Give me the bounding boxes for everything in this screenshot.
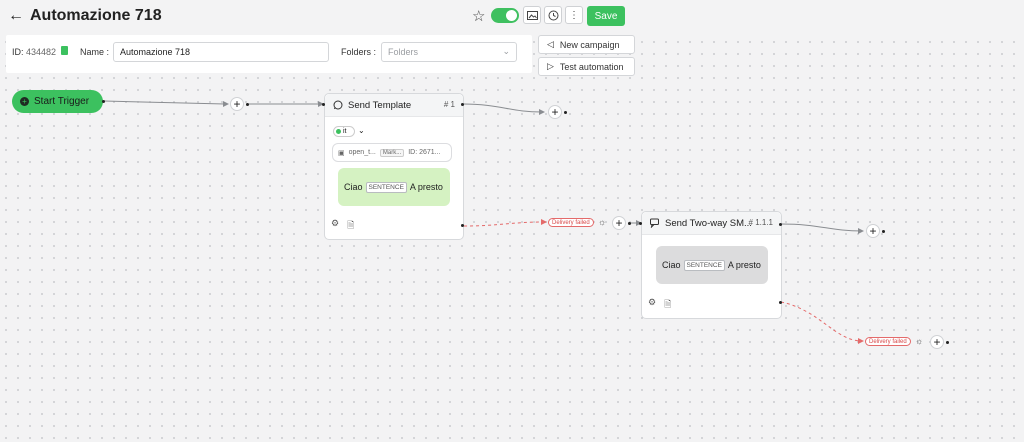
- output-handle[interactable]: [779, 223, 782, 226]
- id-label: ID: 434482: [12, 47, 57, 57]
- settings-icon[interactable]: ⚙: [648, 297, 657, 307]
- output-handle[interactable]: [882, 230, 885, 233]
- delivery-failed-badge[interactable]: Delivery failed: [548, 218, 594, 227]
- top-bar: ← Automazione 718 ☆ ⋮ Save: [0, 0, 1024, 34]
- failure-handle[interactable]: [779, 301, 782, 304]
- send-template-node[interactable]: Send Template # 1 ⚙ 🗎: [324, 93, 464, 240]
- add-step-button[interactable]: +: [612, 216, 626, 230]
- document-icon[interactable]: 🗎: [347, 220, 355, 230]
- output-handle[interactable]: [246, 103, 249, 106]
- name-label: Name :: [80, 47, 110, 57]
- message-bubble: Ciao SENTENCE A presto: [656, 246, 768, 284]
- chevron-down-icon[interactable]: ⌄: [358, 126, 365, 135]
- name-input[interactable]: Automazione 718: [113, 42, 329, 62]
- node-number: # 1.1.1: [748, 218, 773, 227]
- add-step-button[interactable]: +: [230, 97, 244, 111]
- message-text: A presto: [727, 260, 761, 270]
- page-title: Automazione 718: [30, 7, 162, 24]
- variable-chip: SENTENCE: [365, 181, 407, 193]
- status-dot: [336, 129, 341, 134]
- eye-off-icon[interactable]: ☼: [915, 336, 924, 346]
- message-text: Ciao: [662, 260, 681, 270]
- save-button[interactable]: Save: [587, 6, 625, 26]
- message-bubble: Ciao SENTENCE A presto: [338, 168, 450, 206]
- delivery-failed-badge[interactable]: Delivery failed: [865, 337, 911, 346]
- eye-off-icon[interactable]: ☼: [598, 217, 607, 227]
- add-step-button[interactable]: +: [548, 105, 562, 119]
- settings-icon[interactable]: ⚙: [331, 218, 340, 228]
- failure-handle[interactable]: [461, 224, 464, 227]
- arrow-left-icon[interactable]: ←: [8, 7, 24, 24]
- node-number: # 1: [443, 100, 455, 109]
- message-text: A presto: [409, 182, 443, 192]
- test-automation-button[interactable]: ▷ Test automation: [538, 57, 635, 76]
- more-vertical-icon: ⋮: [569, 9, 579, 21]
- template-selector[interactable]: ▣ open_t... Mark... ID: 2671...: [332, 143, 452, 162]
- new-campaign-label: New campaign: [559, 39, 620, 50]
- output-handle[interactable]: [628, 222, 631, 225]
- node-title: Send Template: [348, 99, 412, 111]
- output-handle[interactable]: [461, 103, 464, 106]
- start-trigger-node[interactable]: + Start Trigger: [12, 90, 103, 113]
- star-icon[interactable]: ☆: [472, 8, 486, 25]
- clock-icon: [548, 10, 558, 20]
- start-trigger-label: Start Trigger: [34, 96, 90, 107]
- input-handle[interactable]: [322, 103, 325, 106]
- add-step-button[interactable]: +: [930, 335, 944, 349]
- history-icon-button[interactable]: [544, 6, 562, 24]
- folders-label: Folders :: [341, 47, 377, 57]
- template-name: open_t...: [348, 149, 376, 156]
- document-icon[interactable]: 🗎: [664, 299, 672, 309]
- node-header: Send Template: [325, 94, 463, 117]
- variable-chip: SENTENCE: [683, 259, 725, 271]
- folders-placeholder: Folders: [388, 47, 419, 57]
- id-value: 434482: [26, 47, 57, 57]
- message-text: Ciao: [344, 182, 363, 192]
- image-icon: [526, 10, 538, 20]
- node-footer: ⚙ 🗎: [331, 218, 354, 234]
- new-campaign-button[interactable]: ◁ New campaign: [538, 35, 635, 54]
- chat-icon: [650, 218, 659, 228]
- chevron-down-icon: ⌄: [502, 46, 510, 56]
- template-tag: Mark...: [379, 148, 405, 157]
- automation-form: ID: 434482 Name : Automazione 718 Folder…: [6, 35, 532, 73]
- active-toggle[interactable]: [491, 8, 519, 23]
- megaphone-icon: ◁: [547, 39, 554, 49]
- language-pill[interactable]: it: [333, 126, 355, 137]
- file-icon: ▣: [338, 149, 345, 157]
- more-options-button[interactable]: ⋮: [565, 6, 583, 24]
- preview-icon-button[interactable]: [523, 6, 541, 24]
- add-step-button[interactable]: +: [866, 224, 880, 238]
- play-circle-icon: ▷: [547, 61, 554, 71]
- node-footer: ⚙ 🗎: [648, 297, 671, 313]
- toggle-knob: [506, 10, 517, 21]
- output-handle[interactable]: [102, 100, 105, 103]
- input-handle[interactable]: [639, 222, 642, 225]
- folders-select[interactable]: Folders ⌄: [381, 42, 517, 62]
- output-handle[interactable]: [946, 341, 949, 344]
- test-automation-label: Test automation: [559, 61, 624, 72]
- node-title: Send Two-way SM...: [665, 217, 752, 229]
- language-label: it: [343, 128, 347, 135]
- output-handle[interactable]: [564, 111, 567, 114]
- copy-icon[interactable]: [61, 46, 68, 55]
- whatsapp-icon: [333, 100, 343, 110]
- plus-circle-icon: +: [20, 97, 29, 106]
- node-header: Send Two-way SM...: [642, 212, 781, 235]
- template-id: ID: 2671...: [408, 149, 441, 156]
